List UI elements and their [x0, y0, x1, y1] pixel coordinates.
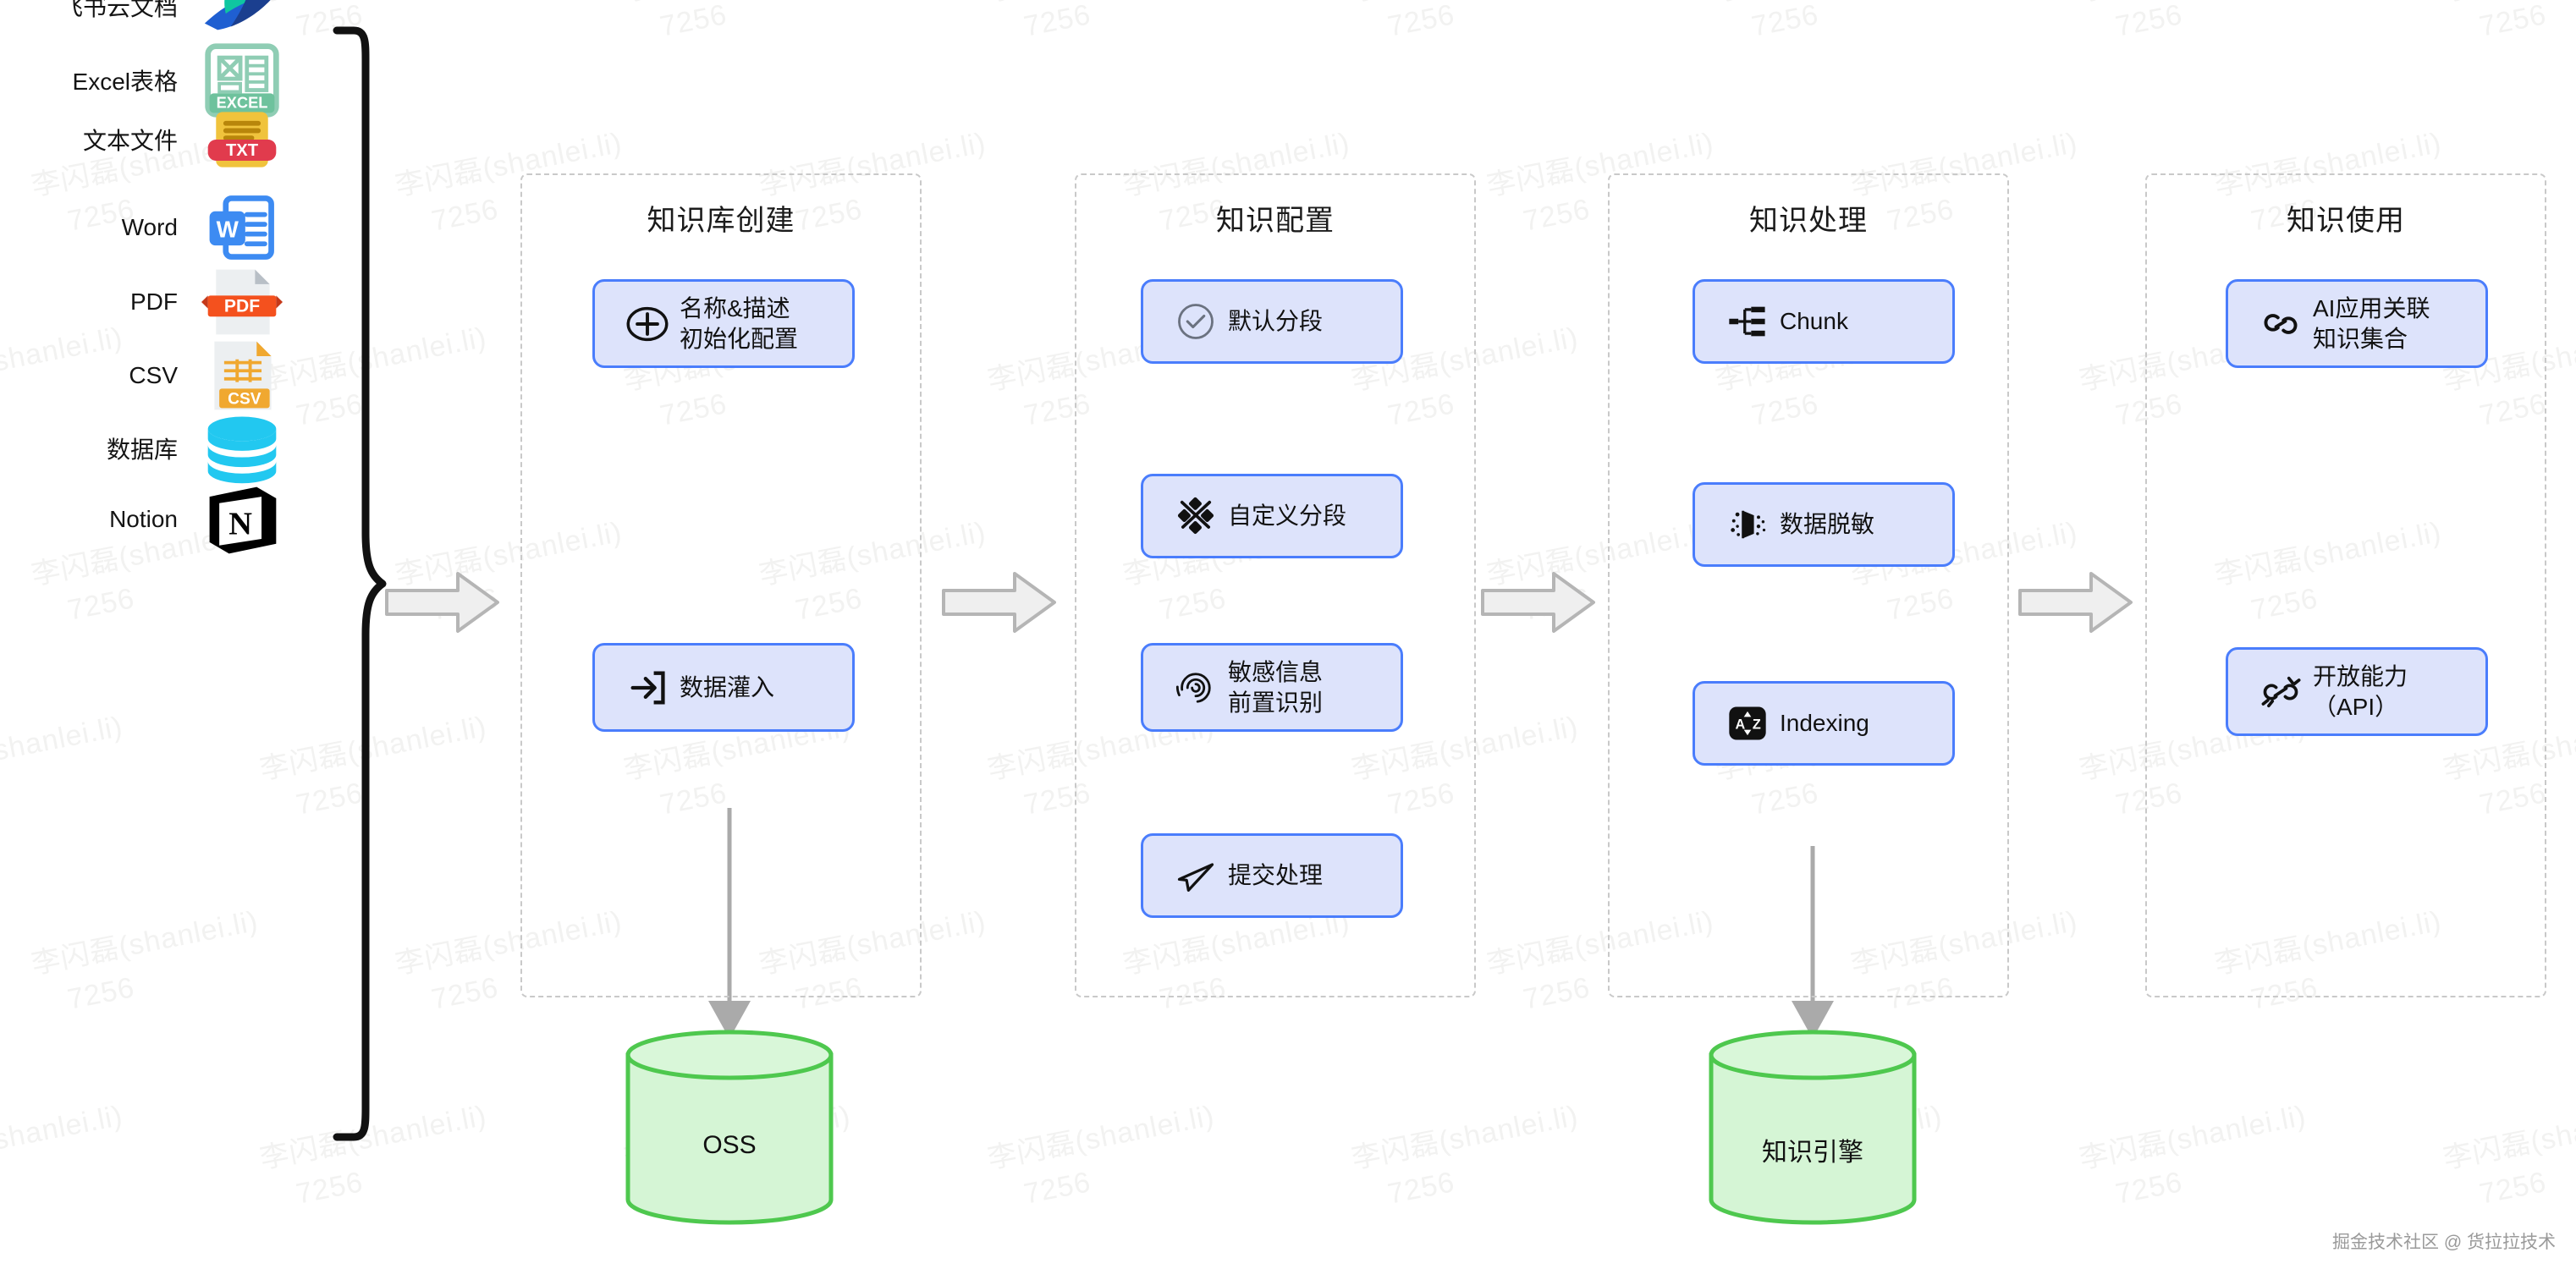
data-mask-icon: [1724, 501, 1771, 548]
notion-icon: N: [201, 479, 283, 560]
stage-column-1: 知识配置: [1075, 173, 1476, 997]
word-icon: W: [201, 187, 283, 268]
source-item-7[interactable]: Notion N: [0, 479, 283, 560]
scissors-icon: [1172, 492, 1219, 540]
stage-title: 知识配置: [1216, 205, 1335, 237]
svg-text:Z: Z: [1753, 717, 1761, 733]
stage-column-2: 知识处理: [1608, 173, 2009, 997]
arrow-sources-to-create: [385, 569, 499, 640]
svg-text:TXT: TXT: [226, 141, 259, 160]
source-item-5[interactable]: CSV CSV: [0, 335, 283, 416]
stage-card-label: 数据脱敏: [1780, 511, 1875, 538]
stage-card-3-0[interactable]: AI应用关联 知识集合: [2226, 279, 2488, 368]
cylinder-icon: [1709, 1030, 1917, 1225]
source-item-0[interactable]: 飞书云文档: [0, 0, 283, 47]
stage-card-label: 敏感信息 前置识别: [1228, 658, 1324, 716]
source-item-label: 数据库: [106, 437, 178, 463]
stage-card-label: Indexing: [1780, 710, 1869, 737]
link-chain-icon: [2257, 300, 2304, 348]
stage-title: 知识使用: [2287, 205, 2405, 237]
source-item-1[interactable]: Excel表格 EXCEL: [0, 40, 283, 121]
az-sort-icon: A Z: [1724, 700, 1771, 747]
svg-text:PDF: PDF: [224, 297, 260, 316]
svg-text:N: N: [228, 506, 252, 541]
arrow-create-to-config: [942, 569, 1056, 640]
pdf-icon: PDF: [201, 261, 283, 343]
check-circle-icon: [1172, 298, 1219, 345]
stage-card-2-1[interactable]: 数据脱敏: [1693, 482, 1955, 567]
svg-text:EXCEL: EXCEL: [217, 94, 268, 112]
stage-card-label: 默认分段: [1228, 308, 1324, 335]
stage-card-1-3[interactable]: 提交处理: [1141, 833, 1403, 918]
stage-card-label: 开放能力 （API）: [2313, 662, 2408, 720]
credit-watermark: 掘金技术社区 @ 货拉拉技术: [2332, 1233, 2556, 1252]
storage-node-1[interactable]: [1707, 1028, 1918, 1231]
stage-column-0: 知识库创建: [520, 173, 922, 997]
import-arrow-icon: [624, 664, 671, 711]
source-item-2[interactable]: 文本文件 TXT: [0, 99, 283, 180]
source-item-6[interactable]: 数据库: [0, 408, 283, 489]
database-icon: [201, 408, 283, 489]
stage-title: 知识处理: [1749, 205, 1868, 237]
split-branch-icon: [1724, 298, 1771, 345]
fingerprint-icon: [1172, 664, 1219, 711]
send-icon: [1172, 852, 1219, 899]
stage-card-1-2[interactable]: 敏感信息 前置识别: [1141, 643, 1403, 732]
source-item-4[interactable]: PDF PDF: [0, 261, 283, 343]
arrow-process-to-use: [2018, 569, 2133, 640]
stage-title: 知识库创建: [647, 205, 795, 237]
storage-node-label: OSS: [702, 1130, 757, 1159]
sources-grouping-brace: [333, 26, 387, 1141]
storage-node-0[interactable]: [624, 1028, 835, 1231]
source-item-label: 飞书云文档: [58, 0, 178, 20]
source-item-label: 文本文件: [82, 128, 178, 154]
stage-card-3-1[interactable]: 开放能力 （API）: [2226, 647, 2488, 736]
source-item-label: Notion: [109, 506, 178, 532]
stage-card-1-0[interactable]: 默认分段: [1141, 279, 1403, 364]
excel-icon: EXCEL: [201, 40, 283, 121]
arrow-config-to-process: [1481, 569, 1595, 640]
source-item-label: Word: [121, 214, 178, 240]
stage-card-label: 自定义分段: [1228, 503, 1347, 530]
feishu-icon: [201, 0, 283, 47]
source-item-label: PDF: [130, 288, 178, 315]
stage-card-label: Chunk: [1780, 308, 1848, 335]
source-item-label: CSV: [129, 362, 178, 388]
stage-card-1-1[interactable]: 自定义分段: [1141, 474, 1403, 558]
plus-circle-icon: [624, 300, 671, 348]
source-item-3[interactable]: Word W: [0, 187, 283, 268]
stage-card-2-2[interactable]: A Z Indexing: [1693, 681, 1955, 766]
stage-column-3: 知识使用: [2145, 173, 2546, 997]
svg-text:W: W: [217, 217, 239, 243]
svg-text:A: A: [1735, 717, 1745, 733]
source-item-label: Excel表格: [72, 69, 178, 95]
txt-icon: TXT: [201, 99, 283, 180]
api-plug-icon: [2257, 668, 2304, 716]
stage-card-2-0[interactable]: Chunk: [1693, 279, 1955, 364]
stage-card-label: 名称&描述 初始化配置: [680, 294, 799, 352]
stage-card-label: 提交处理: [1228, 862, 1324, 889]
stage-card-0-1[interactable]: 数据灌入: [592, 643, 855, 732]
stage-card-0-0[interactable]: 名称&描述 初始化配置: [592, 279, 855, 368]
cylinder-icon: [625, 1030, 834, 1225]
csv-icon: CSV: [201, 335, 283, 416]
svg-text:CSV: CSV: [228, 391, 261, 409]
stage-card-label: 数据灌入: [680, 673, 775, 700]
stage-card-label: AI应用关联 知识集合: [2313, 294, 2430, 352]
storage-node-label: 知识引擎: [1762, 1138, 1863, 1167]
